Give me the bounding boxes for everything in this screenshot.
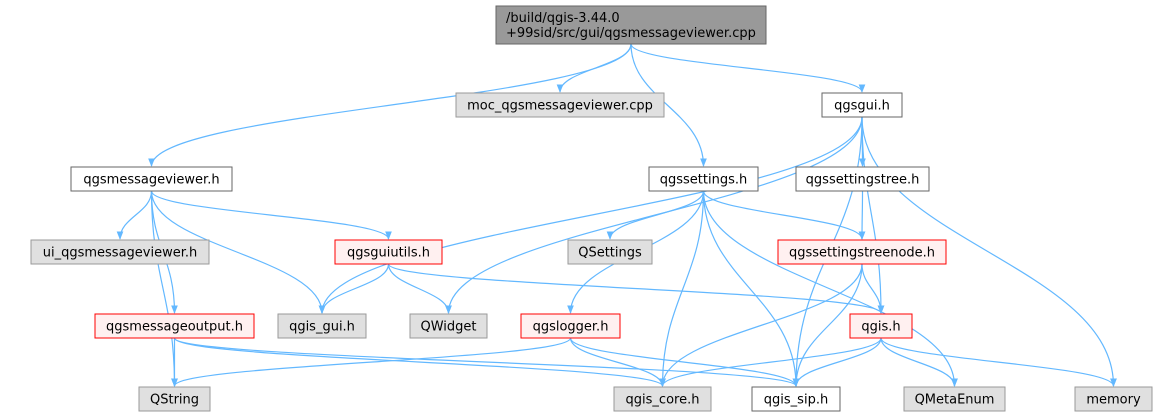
node-qgssettingstreenode[interactable]: qgssettingstreenode.h [777,239,947,265]
node-qgis-core[interactable]: qgis_core.h [613,386,712,412]
edge-root-to-qgsgui [630,43,866,93]
node-qgssettings[interactable]: qgssettings.h [648,166,759,192]
node-qmetaenum[interactable]: QMetaEnum [903,386,1006,412]
node-label: QMetaEnum [915,393,995,408]
node-root[interactable]: /build/qgis-3.44.0+99sid/src/gui/qgsmess… [495,5,767,45]
node-box [334,239,443,265]
node-qgis-gui[interactable]: qgis_gui.h [277,313,367,339]
node-label: qgis.h [861,320,900,335]
node-label: qgis_sip.h [764,393,828,408]
node-box [903,386,1006,412]
edge-qgsmessageoutput-to-qgis-sip [173,337,800,387]
node-box [409,313,488,339]
edge-qgsguiutils-to-qgis [387,263,885,314]
edge-qgis-to-qgis-sip [792,337,882,387]
node-qgsmessageoutput[interactable]: qgsmessageoutput.h [94,313,255,339]
edge-qgis-to-qgis-core [659,337,882,387]
node-qgsguiutils[interactable]: qgsguiutils.h [334,239,443,265]
node-label: +99sid/src/gui/qgsmessageviewer.cpp [506,26,756,41]
node-qgis[interactable]: qgis.h [849,313,913,339]
node-label: qgis_gui.h [289,320,355,335]
node-box [70,166,233,192]
edge-qgssettings-to-qsettings [606,190,705,240]
node-label: qgslogger.h [533,320,609,335]
edge-qgsmessageviewer-to-qgis-gui [150,190,326,314]
edge-qgssettings-to-qgis-core [659,190,705,387]
edge-qgssettingstreenode-to-qgis-sip [792,263,863,387]
node-label: QSettings [578,246,642,261]
node-box [495,5,767,45]
edges-layer [116,43,1117,387]
node-label: qgsmessageoutput.h [106,320,243,335]
edge-qgis-to-qmetaenum [880,337,958,387]
edge-root-to-moc [556,43,632,93]
node-label: ui_qgsmessageviewer.h [43,246,198,261]
edge-qgssettingstreenode-to-qgis [861,263,885,314]
node-qstring[interactable]: QString [138,386,211,412]
node-box [30,239,210,265]
edge-qgsgui-to-qgis-gui [318,116,863,314]
node-qgssettingstree[interactable]: qgssettingstree.h [795,166,930,192]
edge-qgssettings-to-qgis-sip [702,190,800,387]
node-label: QWidget [420,320,476,335]
node-qwidget[interactable]: QWidget [409,313,488,339]
node-label: qgssettingstree.h [806,173,920,188]
node-moc[interactable]: moc_qgsmessageviewer.cpp [455,92,665,118]
node-box [821,92,903,118]
edge-root-to-qgssettings [630,43,707,167]
node-qgslogger[interactable]: qgslogger.h [520,313,621,339]
node-label: QString [150,393,199,408]
edge-qgsmessageviewer-to-qgsguiutils [150,190,392,240]
node-label: memory [1086,393,1141,408]
node-ui-qgsmessageviewer[interactable]: ui_qgsmessageviewer.h [30,239,210,265]
edge-qgsguiutils-to-qwidget [387,263,452,314]
edge-qgsgui-to-memory [861,116,1117,387]
node-label: qgssettings.h [660,173,748,188]
edge-qgslogger-to-qgis-core [569,337,666,387]
node-label: moc_qgsmessageviewer.cpp [467,99,653,114]
node-box [777,239,947,265]
edge-qgssettings-to-qgssettingstreenode [702,190,866,240]
edge-qgsmessageoutput-to-qgis-core [173,337,666,387]
edge-qgsmessageviewer-to-qstring [150,190,178,387]
node-label: qgsguiutils.h [347,246,430,261]
edge-qgsguiutils-to-qgis-gui [318,263,390,314]
node-qgsmessageviewer[interactable]: qgsmessageviewer.h [70,166,233,192]
node-box [1074,386,1153,412]
nodes-layer: /build/qgis-3.44.0+99sid/src/gui/qgsmess… [30,5,1153,412]
node-box [94,313,255,339]
node-box [849,313,913,339]
node-qgis-sip[interactable]: qgis_sip.h [751,386,841,412]
edge-qgssettingstree-to-qgssettingstreenode [858,190,866,240]
edge-qgslogger-to-qstring [171,337,572,387]
edge-qgslogger-to-qgis-sip [569,337,800,387]
edge-qgis-to-memory [880,337,1117,387]
edge-qgsmessageviewer-to-ui-qgsmessageviewer [116,190,153,240]
node-box [520,313,621,339]
node-label: qgssettingstreenode.h [789,246,935,261]
node-box [613,386,712,412]
node-box [795,166,930,192]
node-box [138,386,211,412]
edge-qgssettingstreenode-to-qgis-core [659,263,863,387]
node-box [455,92,665,118]
node-memory[interactable]: memory [1074,386,1153,412]
node-box [277,313,367,339]
node-label: qgsmessageviewer.h [83,173,219,188]
node-box [648,166,759,192]
node-box [567,239,653,265]
node-label: qgsgui.h [834,99,890,114]
node-qsettings[interactable]: QSettings [567,239,653,265]
node-qgsgui[interactable]: qgsgui.h [821,92,903,118]
node-box [751,386,841,412]
node-label: qgis_core.h [626,393,700,408]
node-label: /build/qgis-3.44.0 [506,11,620,26]
edge-qgsgui-to-qgis [861,116,885,314]
edge-qgssettings-to-qmetaenum [702,190,958,387]
